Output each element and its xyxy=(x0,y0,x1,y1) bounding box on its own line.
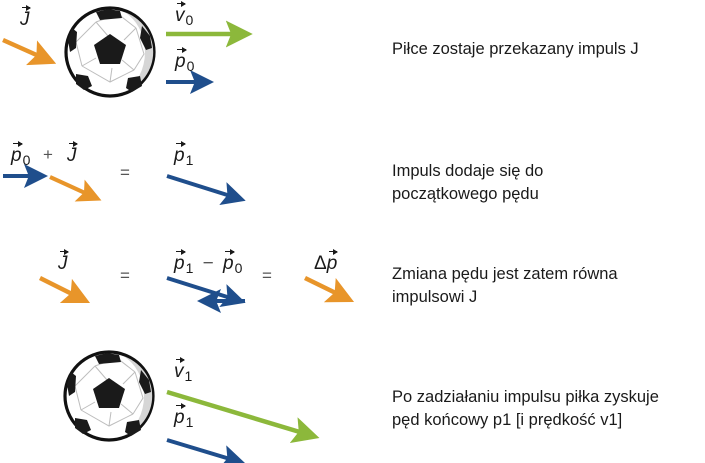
impulse-arrow xyxy=(49,175,102,202)
row2-artwork xyxy=(3,164,246,206)
step2-description: Impuls dodaje się do początkowego pędu xyxy=(392,162,544,203)
impulse-arrow xyxy=(38,275,91,304)
impulse-arrow xyxy=(2,37,57,66)
final-momentum-arrow xyxy=(166,438,246,463)
step3-description: Zmiana pędu jest zatem równa impulsowi J xyxy=(392,265,618,306)
momentum-change-label: Δp xyxy=(314,248,338,274)
initial-momentum-label: p0 xyxy=(175,46,195,74)
soccer-ball-icon xyxy=(63,350,155,442)
final-momentum-label: p1 xyxy=(174,140,194,168)
equals-sign: = xyxy=(262,266,272,285)
initial-momentum-label: p0 xyxy=(11,140,31,168)
equals-sign: = xyxy=(120,163,130,182)
momentum-change-arrow xyxy=(304,275,355,303)
row4-artwork xyxy=(63,350,320,463)
final-momentum-label: p1 xyxy=(174,402,194,430)
momentum-difference-label: p1 − p0 xyxy=(174,248,243,276)
plus-sign: + xyxy=(43,145,53,164)
initial-velocity-label: v0 xyxy=(175,0,194,28)
final-velocity-arrow xyxy=(166,389,320,444)
final-momentum-arrow xyxy=(166,174,246,206)
step4-description: Po zadziałaniu impulsu piłka zyskuje pęd… xyxy=(392,388,659,429)
step1-description: Piłce zostaje przekazany impuls J xyxy=(392,40,639,58)
final-velocity-label: v1 xyxy=(174,356,193,384)
impulse-label: J xyxy=(67,140,77,166)
impulse-label: J xyxy=(20,4,30,30)
final-momentum-arrow xyxy=(166,276,246,308)
row3-artwork xyxy=(38,275,355,313)
row1-artwork xyxy=(2,6,253,98)
impulse-label: J xyxy=(58,248,68,274)
soccer-ball-icon xyxy=(64,6,156,98)
equals-sign: = xyxy=(120,266,130,285)
